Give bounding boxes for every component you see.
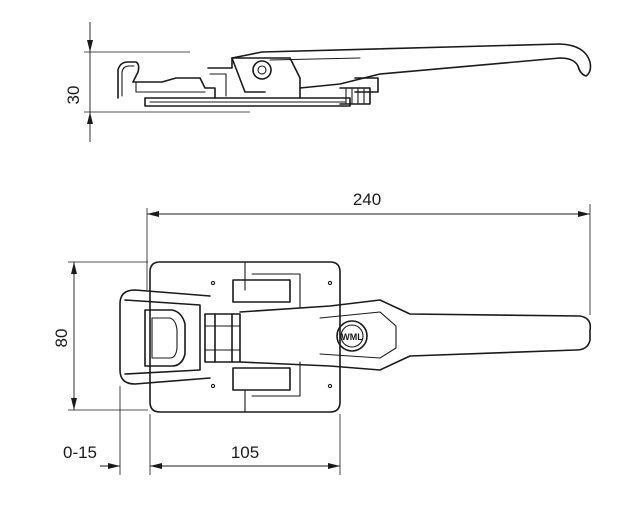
side-view: 30 xyxy=(64,22,592,142)
dim-label-0-15: 0-15 xyxy=(63,443,97,462)
dim-label-30: 30 xyxy=(64,86,83,105)
latch-side-profile xyxy=(117,43,592,107)
dimension-0-15: 0-15 xyxy=(63,386,162,475)
dimension-30: 30 xyxy=(64,22,250,142)
hook-loop xyxy=(119,289,211,385)
lever-handle: WML xyxy=(239,299,592,371)
dim-label-105: 105 xyxy=(231,443,259,462)
dimension-105: 105 xyxy=(150,414,341,475)
base-plate xyxy=(149,261,341,413)
top-view: 240 80 xyxy=(52,190,592,475)
dimension-240: 240 xyxy=(146,190,591,315)
dim-label-80: 80 xyxy=(52,329,71,348)
dimension-80: 80 xyxy=(52,261,148,411)
logo-mark: WML xyxy=(341,332,363,342)
clamp-body xyxy=(204,313,241,363)
dim-label-240: 240 xyxy=(353,190,381,209)
